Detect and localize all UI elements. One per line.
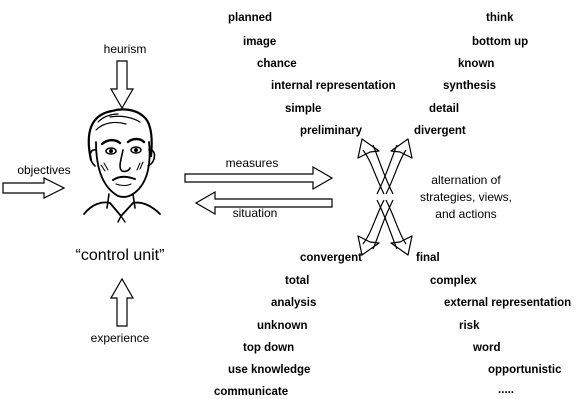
term-bottom-right: .....	[498, 384, 514, 396]
term-top-right: think	[486, 12, 514, 24]
term-bottom-left: communicate	[214, 386, 288, 398]
term-bottom-left: top down	[243, 342, 294, 354]
term-top-right: known	[458, 58, 494, 70]
situation-label: situation	[233, 206, 278, 220]
objectives-arrow	[2, 177, 66, 199]
term-top-left: simple	[285, 103, 321, 115]
term-top-right: detail	[429, 103, 459, 115]
situation-arrow	[194, 190, 333, 216]
term-top-left: preliminary	[300, 125, 363, 137]
term-bottom-right: word	[472, 342, 500, 354]
measures-label: measures	[226, 156, 279, 170]
term-bottom-right: external representation	[444, 297, 571, 309]
term-top-left: internal representation	[271, 80, 396, 92]
term-top-right: synthesis	[443, 80, 496, 92]
term-bottom-right: final	[416, 252, 440, 264]
alternation-cross-arrows	[357, 138, 413, 256]
alternation-line-3: and actions	[435, 207, 496, 221]
experience-arrow	[109, 277, 135, 327]
control-unit-label: “control unit”	[76, 247, 165, 264]
term-bottom-right: opportunistic	[488, 364, 562, 376]
control-unit-portrait	[83, 108, 161, 223]
alternation-line-2: strategies, views,	[420, 190, 512, 204]
term-top-left: image	[243, 36, 276, 48]
term-top-left: chance	[257, 58, 297, 70]
term-bottom-left: total	[285, 275, 309, 287]
objectives-label: objectives	[17, 163, 70, 177]
heurism-arrow	[109, 60, 135, 110]
term-bottom-right: complex	[430, 275, 477, 287]
term-top-right: divergent	[414, 125, 466, 137]
measures-arrow	[184, 165, 334, 191]
term-bottom-right: risk	[459, 320, 480, 332]
term-top-left: planned	[228, 12, 272, 24]
term-top-right: bottom up	[472, 36, 528, 48]
term-bottom-left: unknown	[257, 320, 307, 332]
experience-label: experience	[91, 331, 150, 345]
term-bottom-left: analysis	[271, 297, 316, 309]
term-bottom-left: use knowledge	[228, 364, 310, 376]
alternation-line-1: alternation of	[431, 173, 501, 187]
term-bottom-left: convergent	[300, 252, 362, 264]
heurism-label: heurism	[104, 42, 147, 56]
